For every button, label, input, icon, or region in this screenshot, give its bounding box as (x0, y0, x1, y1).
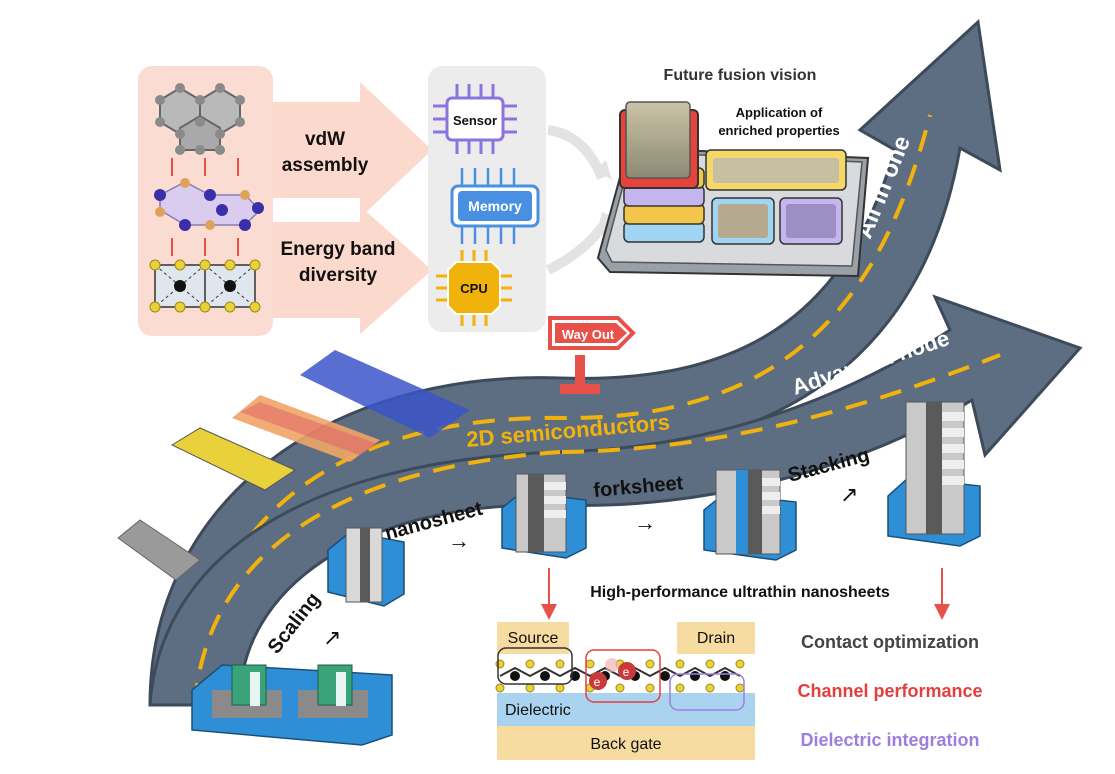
contact-region-outline (497, 647, 573, 685)
grey-sheet-icon (117, 519, 201, 581)
pink-sheet-icon (240, 402, 378, 455)
cpu-label: CPU (460, 281, 487, 296)
memory-module-die-icon (718, 204, 768, 238)
graphene-atoms-icon (155, 83, 245, 155)
finfet-devices-icon (191, 664, 393, 746)
tmd-crystal-icon (149, 259, 261, 313)
device-cross-section (495, 622, 755, 760)
electron-icon-2 (618, 662, 636, 680)
energy-band-arrow (273, 206, 432, 334)
sensor-chip-icon (433, 84, 517, 154)
back-gate-label: Back gate (590, 736, 661, 753)
nanosheet-arrow-icon: → (448, 528, 470, 553)
future-platform (596, 101, 870, 278)
device-heading: High-performance ultrathin nanosheets (590, 584, 890, 601)
memory-label: Memory (468, 198, 522, 214)
channel-region-outline (585, 649, 661, 703)
road-center-dash-left (193, 450, 561, 706)
drain-contact (677, 622, 755, 654)
forksheet-device-icon (703, 469, 797, 561)
materials-panel (138, 66, 273, 336)
road-center-dash-right (561, 353, 1001, 454)
cpu-chip-icon (436, 250, 512, 326)
platform-arrow-head-top (596, 160, 612, 180)
electron-glow-icon (605, 658, 619, 672)
dielectric-label: Dielectric (505, 702, 571, 719)
electron-icon-1 (589, 672, 607, 690)
stacking-arrow-icon: ↗ (840, 482, 858, 507)
vdw-label-line-2: assembly (282, 155, 369, 176)
cpu-module-die-icon (786, 204, 836, 238)
way-out-label: Way Out (562, 327, 615, 342)
source-label: Source (508, 630, 559, 647)
electron-label-2: e (623, 665, 630, 679)
channel-atoms-icon (495, 659, 745, 693)
blue-sheet-icon (300, 350, 470, 438)
sensor-label: Sensor (453, 113, 497, 128)
graphene-layer-icon (159, 86, 241, 151)
gaa-device-icon (501, 473, 587, 559)
stacking-arrows-top-icon (171, 158, 239, 176)
band-label-line-2: diversity (299, 265, 378, 286)
electron-label-1: e (594, 675, 601, 689)
forksheet-arrow-icon: → (634, 510, 656, 535)
application-label-line-1: Application of (736, 105, 823, 120)
stacking-arrows-bottom-icon (171, 238, 239, 256)
stacked-chip-layers-icon (619, 101, 705, 243)
future-title: Future fusion vision (664, 67, 817, 84)
chips-to-platform-arrows (545, 125, 611, 275)
drain-label: Drain (697, 630, 735, 647)
vdw-label-line-1: vdW (305, 129, 345, 150)
advanced-node-road (148, 294, 1083, 707)
platform-arrow-head-bottom (598, 212, 616, 228)
yellow-sheet-icon (170, 427, 297, 491)
stacked-device-icon (887, 401, 981, 547)
application-label-line-2: enriched properties (718, 123, 839, 138)
vdw-assembly-arrow (273, 82, 432, 218)
legend-channel: Channel performance (797, 681, 982, 701)
advanced-node-road-shape (148, 294, 1083, 707)
chips-panel: Sensor Memory CPU (428, 66, 546, 332)
legend-dielectric: Dielectric integration (800, 730, 979, 750)
dielectric-region-outline (669, 673, 745, 711)
back-gate-layer (497, 726, 755, 760)
way-out-sign (548, 316, 636, 394)
nanosheet-device-icon (327, 527, 405, 607)
material-sheets-icon (117, 350, 470, 581)
scaling-arrow-icon: ↗ (323, 625, 341, 650)
memory-chip-icon (450, 168, 540, 244)
application-chip-circuit-icon (713, 158, 839, 183)
legend-contact: Contact optimization (801, 632, 979, 652)
hbn-layer-icon (154, 178, 264, 231)
band-label-line-1: Energy band (280, 239, 395, 260)
